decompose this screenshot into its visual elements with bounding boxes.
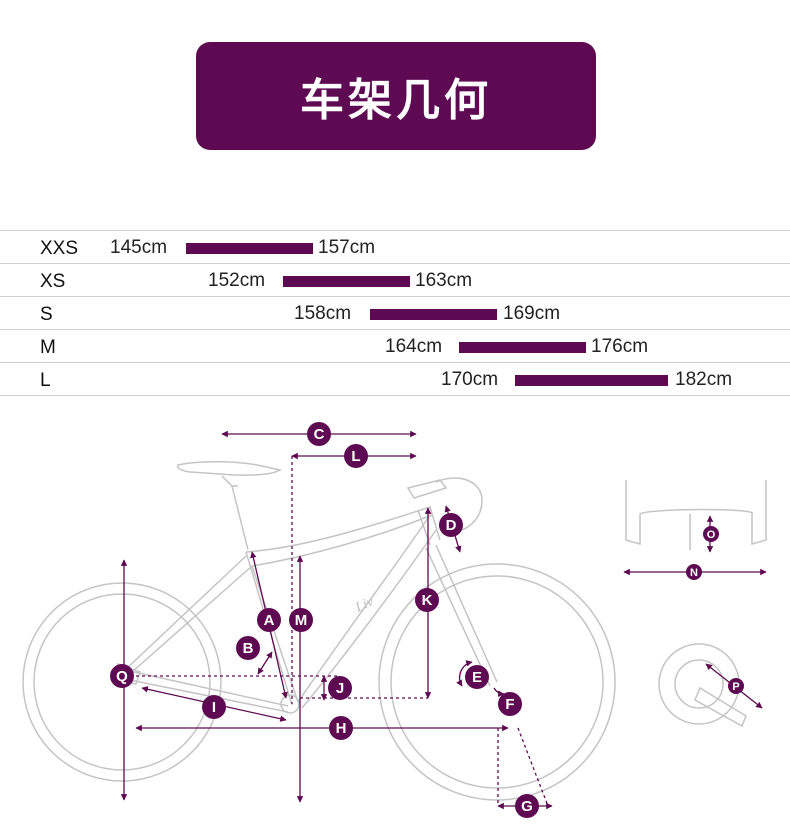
marker-f: F bbox=[498, 692, 522, 716]
dim-f-arc bbox=[493, 687, 505, 698]
size-row-s: S 158cm 169cm bbox=[0, 297, 790, 330]
marker-m-text: M bbox=[295, 612, 308, 629]
marker-b: B bbox=[236, 636, 260, 660]
size-row-m: M 164cm 176cm bbox=[0, 330, 790, 363]
seatpost bbox=[221, 475, 249, 551]
marker-d: D bbox=[439, 513, 463, 537]
marker-q-text: Q bbox=[116, 668, 128, 685]
marker-c: C bbox=[307, 422, 331, 446]
size-row-l: L 170cm 182cm bbox=[0, 363, 790, 396]
marker-o-text: O bbox=[707, 529, 716, 541]
range-bar bbox=[515, 375, 668, 386]
measurement-lines bbox=[120, 430, 767, 810]
range-bar bbox=[186, 243, 313, 254]
front-wheel bbox=[378, 563, 616, 801]
marker-d-text: D bbox=[446, 517, 457, 534]
range-bar bbox=[283, 276, 410, 287]
marker-m: M bbox=[289, 608, 313, 632]
seat-stay bbox=[124, 555, 253, 673]
size-label: M bbox=[40, 337, 56, 358]
marker-n: N bbox=[686, 564, 702, 580]
marker-a-text: A bbox=[264, 612, 275, 629]
marker-o: O bbox=[703, 526, 719, 542]
marker-g: G bbox=[515, 794, 539, 818]
handlebar-front-view bbox=[625, 480, 767, 550]
frame-geometry-diagram: Liv C L D K A M B Q J E F I H G O N P bbox=[22, 422, 767, 818]
marker-i: I bbox=[202, 695, 226, 719]
section-title-banner: 车架几何 bbox=[196, 42, 596, 150]
size-row-xxs: XXS 145cm 157cm bbox=[0, 230, 790, 264]
size-label: L bbox=[40, 370, 51, 391]
range-max: 176cm bbox=[591, 336, 649, 357]
marker-f-text: F bbox=[505, 696, 514, 713]
marker-k-text: K bbox=[422, 592, 433, 609]
marker-n-text: N bbox=[690, 567, 698, 579]
dim-g-ref-b bbox=[517, 727, 549, 807]
marker-j-text: J bbox=[336, 680, 344, 697]
marker-l-text: L bbox=[351, 448, 360, 465]
marker-g-text: G bbox=[521, 798, 533, 815]
stem bbox=[406, 479, 448, 499]
fork bbox=[425, 544, 498, 687]
marker-i-text: I bbox=[212, 699, 216, 716]
marker-l: L bbox=[344, 444, 368, 468]
dim-e-arc bbox=[456, 660, 473, 687]
size-row-xs: XS 152cm 163cm bbox=[0, 264, 790, 297]
dim-b-line bbox=[257, 651, 273, 675]
marker-p: P bbox=[728, 678, 744, 694]
size-range-table: XXS 145cm 157cm XS 152cm 163cm S 158cm 1… bbox=[0, 230, 790, 396]
front-wheel-inner bbox=[390, 575, 604, 789]
handlebar bbox=[435, 477, 483, 533]
marker-e-text: E bbox=[472, 669, 482, 686]
range-max: 182cm bbox=[675, 369, 733, 390]
top-tube bbox=[245, 506, 433, 567]
size-label: S bbox=[40, 304, 53, 325]
frame-logo-text: Liv bbox=[352, 594, 376, 616]
crankset-inner-ring bbox=[674, 659, 724, 709]
saddle bbox=[176, 461, 283, 476]
range-min: 164cm bbox=[385, 336, 443, 357]
range-bar bbox=[370, 309, 497, 320]
marker-a: A bbox=[257, 608, 281, 632]
size-label: XS bbox=[40, 271, 66, 292]
bike-outline bbox=[22, 461, 767, 801]
marker-j: J bbox=[328, 676, 352, 700]
range-max: 157cm bbox=[318, 237, 376, 258]
marker-c-text: C bbox=[314, 426, 325, 443]
crank-arm bbox=[694, 686, 747, 728]
marker-h: H bbox=[329, 716, 353, 740]
range-min: 152cm bbox=[208, 270, 266, 291]
down-tube bbox=[297, 514, 437, 709]
marker-q: Q bbox=[110, 664, 134, 688]
range-min: 158cm bbox=[294, 303, 352, 324]
marker-e: E bbox=[465, 665, 489, 689]
marker-p-text: P bbox=[732, 681, 739, 693]
marker-b-text: B bbox=[243, 640, 254, 657]
range-bar bbox=[459, 342, 586, 353]
range-max: 163cm bbox=[415, 270, 473, 291]
range-min: 145cm bbox=[110, 237, 168, 258]
section-title: 车架几何 bbox=[300, 75, 492, 126]
crankset-chainring bbox=[658, 643, 740, 725]
size-label: XXS bbox=[40, 238, 79, 259]
marker-h-text: H bbox=[336, 720, 347, 737]
range-min: 170cm bbox=[441, 369, 499, 390]
marker-k: K bbox=[415, 588, 439, 612]
range-max: 169cm bbox=[503, 303, 561, 324]
